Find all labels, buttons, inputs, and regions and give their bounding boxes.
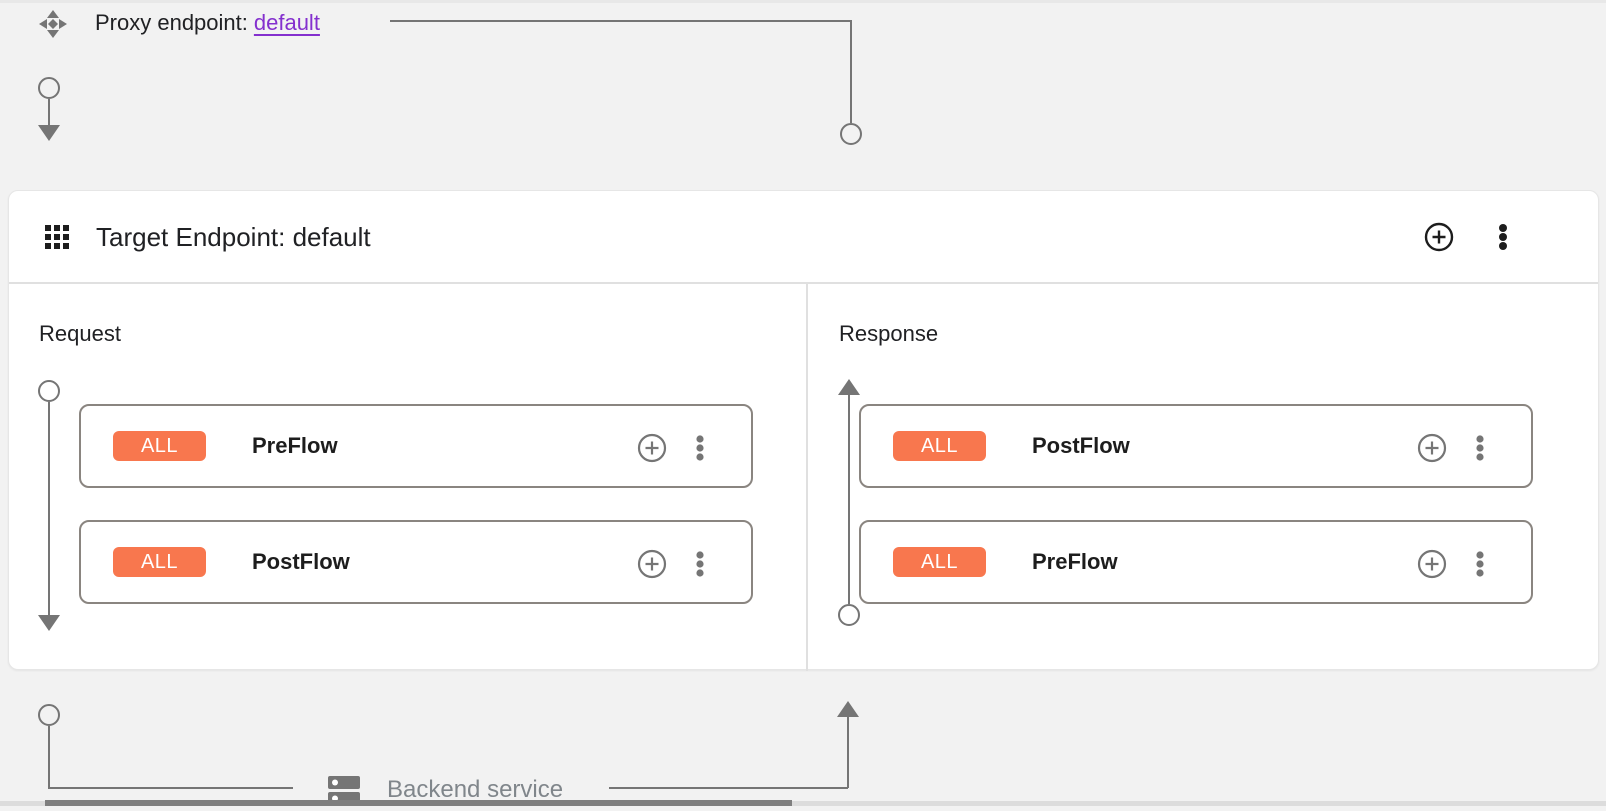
connector-node-circle [838, 604, 860, 626]
add-policy-button[interactable] [1416, 432, 1448, 464]
flow-name: PostFlow [1032, 433, 1130, 458]
flow-name: PostFlow [252, 549, 350, 574]
add-policy-button[interactable] [636, 548, 668, 580]
endpoint-menu-button[interactable] [1487, 221, 1519, 253]
connector-left-vertical [48, 99, 50, 125]
clipped-content-edge [0, 801, 1606, 806]
target-endpoint-header: Target Endpoint: default [9, 191, 1598, 283]
request-flow-line [48, 402, 50, 615]
request-response-divider [806, 284, 808, 671]
proxy-endpoint-text: Proxy endpoint: [95, 10, 248, 35]
proxy-endpoint-icon [38, 9, 68, 39]
connector-node-circle [840, 123, 862, 145]
condition-badge: ALL [113, 431, 206, 461]
flow-menu-button[interactable] [684, 432, 716, 464]
request-section-title: Request [39, 321, 121, 346]
connector-node-circle [38, 380, 60, 402]
add-flow-button[interactable] [1423, 221, 1455, 253]
flow-menu-button[interactable] [1464, 548, 1496, 580]
arrow-up-icon [838, 379, 860, 395]
grid-icon [45, 225, 70, 250]
connector-node-circle [38, 704, 60, 726]
flow-menu-button[interactable] [684, 548, 716, 580]
header-divider [9, 282, 1598, 284]
arrow-up-icon [837, 701, 859, 717]
proxy-endpoint-link[interactable]: default [253, 10, 320, 35]
connector-bottom-left-horizontal [48, 787, 293, 789]
connector-proxy-horizontal [390, 20, 852, 22]
connector-node-circle [38, 77, 60, 99]
response-section-title: Response [839, 321, 939, 346]
connector-bottom-right-vertical [847, 717, 849, 788]
connector-proxy-vertical [850, 20, 852, 123]
request-postflow-card[interactable]: ALL PostFlow [79, 520, 753, 604]
condition-badge: ALL [893, 431, 986, 461]
clipped-content-edge-dark [45, 800, 792, 806]
add-policy-button[interactable] [636, 432, 668, 464]
backend-service-label: Backend service [387, 776, 564, 803]
connector-bottom-right-horizontal [609, 787, 848, 789]
flow-name: PreFlow [1032, 549, 1118, 574]
response-preflow-card[interactable]: ALL PreFlow [859, 520, 1533, 604]
target-endpoint-title: Target Endpoint: default [96, 222, 371, 252]
condition-badge: ALL [893, 547, 986, 577]
connector-bottom-left-vertical [48, 726, 50, 788]
arrow-down-icon [38, 615, 60, 631]
flow-name: PreFlow [252, 433, 338, 458]
arrow-down-icon [38, 125, 60, 141]
response-postflow-card[interactable]: ALL PostFlow [859, 404, 1533, 488]
request-preflow-card[interactable]: ALL PreFlow [79, 404, 753, 488]
response-flow-line [848, 395, 850, 604]
target-endpoint-panel: Target Endpoint: default Request ALL Pre… [8, 190, 1599, 671]
add-policy-button[interactable] [1416, 548, 1448, 580]
flow-menu-button[interactable] [1464, 432, 1496, 464]
top-edge-strip [0, 0, 1606, 3]
proxy-endpoint-label: Proxy endpoint:default [95, 8, 320, 38]
condition-badge: ALL [113, 547, 206, 577]
